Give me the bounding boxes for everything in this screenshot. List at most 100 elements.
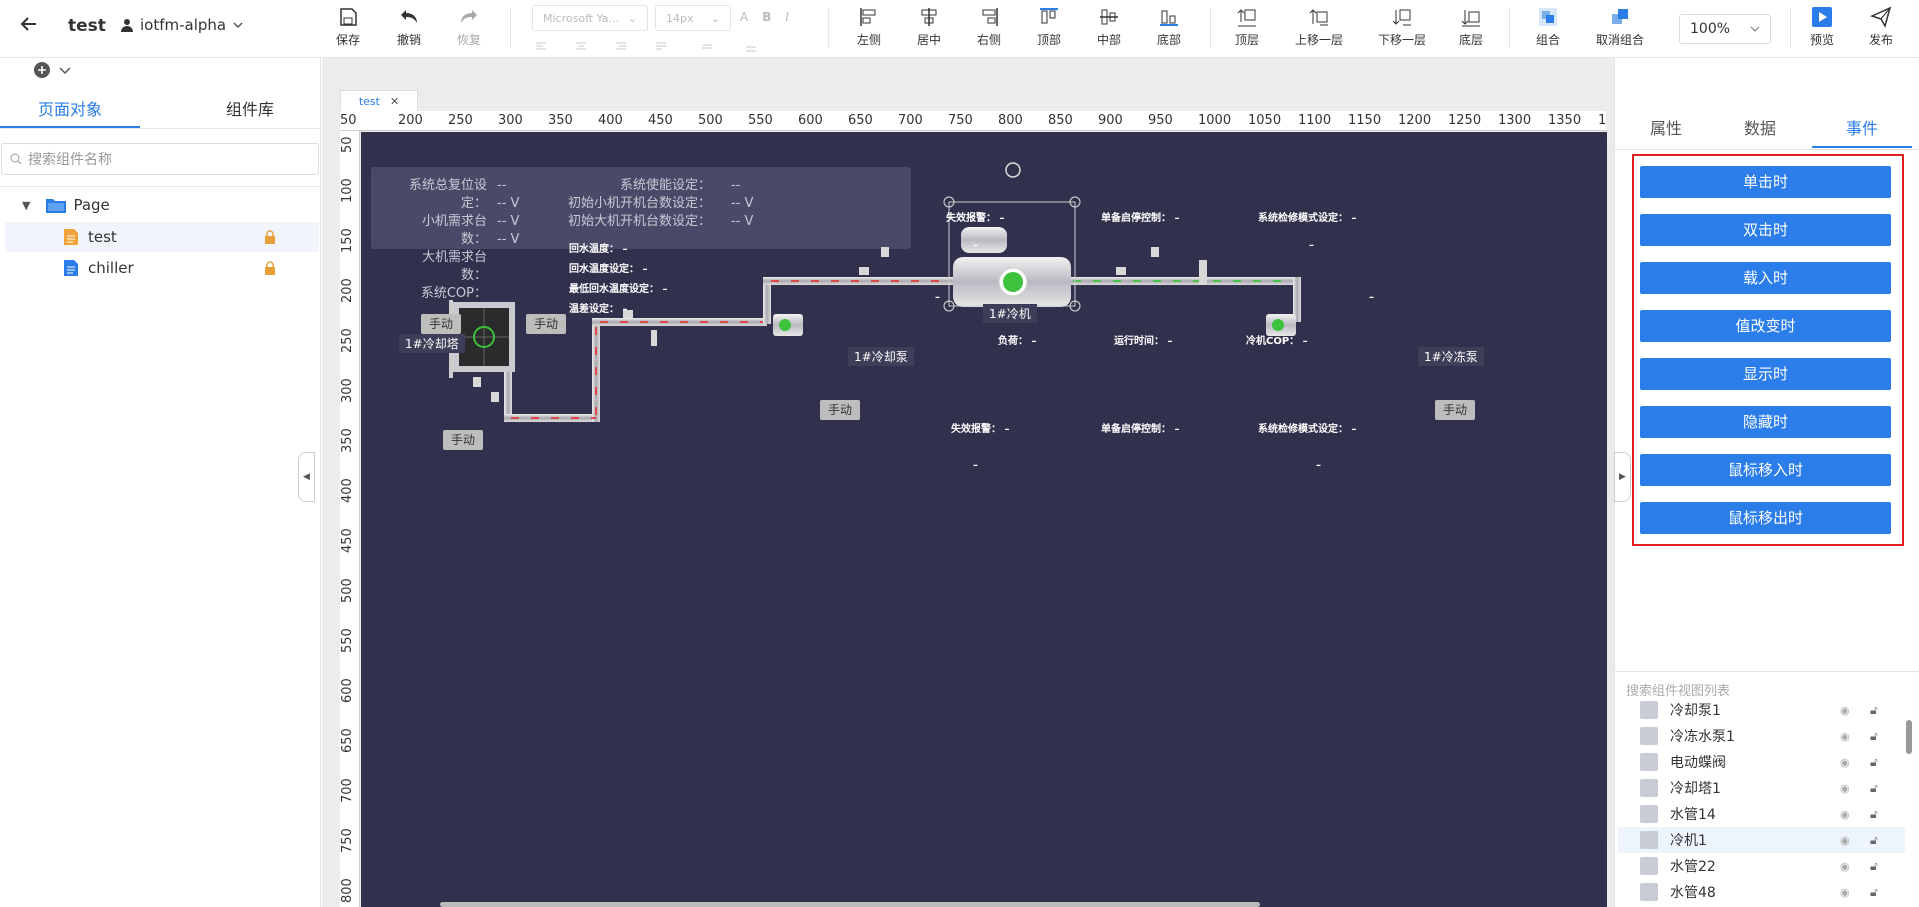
tab-data[interactable]: 数据 [1743,119,1776,138]
unlock-icon[interactable]: 🔓︎ [1870,780,1878,795]
min-return-temp-set-label: 最低回水温度设定： – [569,284,668,295]
ungroup-button[interactable]: 取消组合 [1588,6,1652,48]
group-label: 组合 [1535,33,1560,47]
send-backward-button[interactable]: 下移一层 [1372,6,1432,48]
pipe-cooling-supply[interactable] [763,277,953,324]
undo-button[interactable]: 撤销 [381,6,437,48]
chilled-pump[interactable] [1266,314,1296,336]
eye-icon[interactable]: ◉ [1840,729,1850,743]
pipe-cooling-return[interactable] [504,318,767,422]
layer-item[interactable]: 冷冻水泵1◉🔓︎ [1618,723,1905,749]
bring-front-button[interactable]: 顶层 [1219,6,1275,48]
manual-badge[interactable]: 手动 [820,400,860,420]
tab-page-objects[interactable]: 页面对象 [0,96,140,128]
event-mouse-enter-button[interactable]: 鼠标移入时 [1640,454,1891,486]
bold-icon[interactable]: B [762,10,786,24]
layer-scrollbar[interactable] [1906,720,1912,754]
eye-icon[interactable]: ◉ [1840,833,1850,847]
align-top-button[interactable]: 顶部 [1021,6,1077,48]
publish-button[interactable]: 发布 [1853,6,1909,48]
eye-icon[interactable]: ◉ [1840,885,1850,899]
align-left-button[interactable]: 左侧 [841,6,897,48]
hvac-schematic[interactable] [361,132,1607,907]
manual-badge[interactable]: 手动 [443,430,483,450]
layer-item[interactable]: 水管48◉🔓︎ [1618,879,1905,905]
design-stage[interactable]: 系统总复位设定： 小机需求台数： 大机需求台数： 系统COP： -- -- V … [361,132,1607,907]
send-back-button[interactable]: 底层 [1443,6,1499,48]
text-style-buttons[interactable]: ABI [740,10,803,24]
valves[interactable] [473,247,1207,402]
layer-search-input[interactable]: 搜索组件视图列表 [1626,684,1731,699]
event-click-button[interactable]: 单击时 [1640,166,1891,198]
font-size-select[interactable]: 14px⌄ [655,5,731,31]
layer-item[interactable]: 冷机1◉🔓︎ [1618,827,1905,853]
align-bottom-button[interactable]: 底部 [1141,6,1197,48]
italic-icon[interactable]: I [785,10,803,24]
pipe-chilled-water[interactable] [1071,277,1301,322]
tab-properties[interactable]: 属性 [1649,119,1682,138]
save-button[interactable]: 保存 [320,6,376,48]
tab-canvas-test[interactable]: test ✕ [340,90,418,111]
tab-component-library[interactable]: 组件库 [225,100,274,119]
event-mouse-leave-button[interactable]: 鼠标移出时 [1640,502,1891,534]
manual-badge[interactable]: 手动 [526,314,566,334]
text-color-icon[interactable]: A [740,10,763,24]
add-page-button[interactable] [34,62,72,78]
align-right-button[interactable]: 右侧 [961,6,1017,48]
unlock-icon[interactable]: 🔓︎ [1870,806,1878,821]
canvas-scrollbar-horizontal[interactable] [440,902,1260,907]
close-icon[interactable]: ✕ [389,94,400,108]
manual-badge[interactable]: 手动 [1435,400,1475,420]
event-double-click-button[interactable]: 双击时 [1640,214,1891,246]
preview-button[interactable]: 预览 [1794,6,1850,48]
event-hide-button[interactable]: 隐藏时 [1640,406,1891,438]
redo-button[interactable]: 恢复 [441,6,497,48]
info-label: 系统COP： [420,286,487,301]
layer-item[interactable]: 水管22◉🔓︎ [1618,853,1905,879]
unlock-icon[interactable]: 🔓︎ [1870,858,1878,873]
project-selector[interactable]: iotfm-alpha [120,16,244,34]
layer-item[interactable]: 冷却塔1◉🔓︎ [1618,775,1905,801]
pump-icon [1640,727,1658,745]
eye-icon[interactable]: ◉ [1840,703,1850,717]
cooling-pump[interactable] [773,314,803,336]
tree-item-chiller[interactable]: chiller [5,253,319,283]
lock-icon[interactable] [264,230,276,244]
tab-events[interactable]: 事件 [1812,110,1912,148]
event-show-button[interactable]: 显示时 [1640,358,1891,390]
align-middle-button[interactable]: 中部 [1081,6,1137,48]
layer-item[interactable]: 电动蝶阀◉🔓︎ [1618,749,1905,775]
canvas-scrollbar-vertical[interactable] [1607,145,1614,845]
tree-item-page[interactable]: ▼ Page [5,190,319,220]
eye-icon[interactable]: ◉ [1840,755,1850,769]
eye-icon[interactable]: ◉ [1840,781,1850,795]
text-align-buttons[interactable] [536,38,796,52]
tree-item-test[interactable]: test [5,222,319,252]
eye-icon[interactable]: ◉ [1840,859,1850,873]
bring-forward-button[interactable]: 上移一层 [1289,6,1349,48]
caret-down-icon[interactable]: ▼ [22,198,31,212]
group-button[interactable]: 组合 [1520,6,1576,48]
align-center-button[interactable]: 居中 [901,6,957,48]
lock-icon[interactable] [264,261,276,275]
unlock-icon[interactable]: 🔓︎ [1870,702,1878,717]
chiller-unit[interactable] [943,162,1081,312]
event-load-button[interactable]: 载入时 [1640,262,1891,294]
layer-item[interactable]: 冷却泵1◉🔓︎ [1618,697,1905,723]
layer-item[interactable]: 水管14◉🔓︎ [1618,801,1905,827]
collapse-left-panel-handle[interactable]: ◀ [298,452,315,502]
font-family-select[interactable]: Microsoft Ya...⌄ [532,5,648,31]
eye-icon[interactable]: ◉ [1840,807,1850,821]
system-info-panel[interactable]: 系统总复位设定： 小机需求台数： 大机需求台数： 系统COP： -- -- V … [371,167,911,301]
component-search-input[interactable]: 搜索组件名称 [1,143,319,175]
zoom-select[interactable]: 100% [1679,14,1771,44]
collapse-right-panel-handle[interactable]: ▶ [1614,452,1631,502]
unlock-icon[interactable]: 🔓︎ [1870,832,1878,847]
search-divider [0,186,321,187]
arrow-left-icon[interactable] [20,14,38,38]
manual-badge[interactable]: 手动 [421,314,461,334]
unlock-icon[interactable]: 🔓︎ [1870,728,1878,743]
event-value-change-button[interactable]: 值改变时 [1640,310,1891,342]
unlock-icon[interactable]: 🔓︎ [1870,884,1878,899]
unlock-icon[interactable]: 🔓︎ [1870,754,1878,769]
